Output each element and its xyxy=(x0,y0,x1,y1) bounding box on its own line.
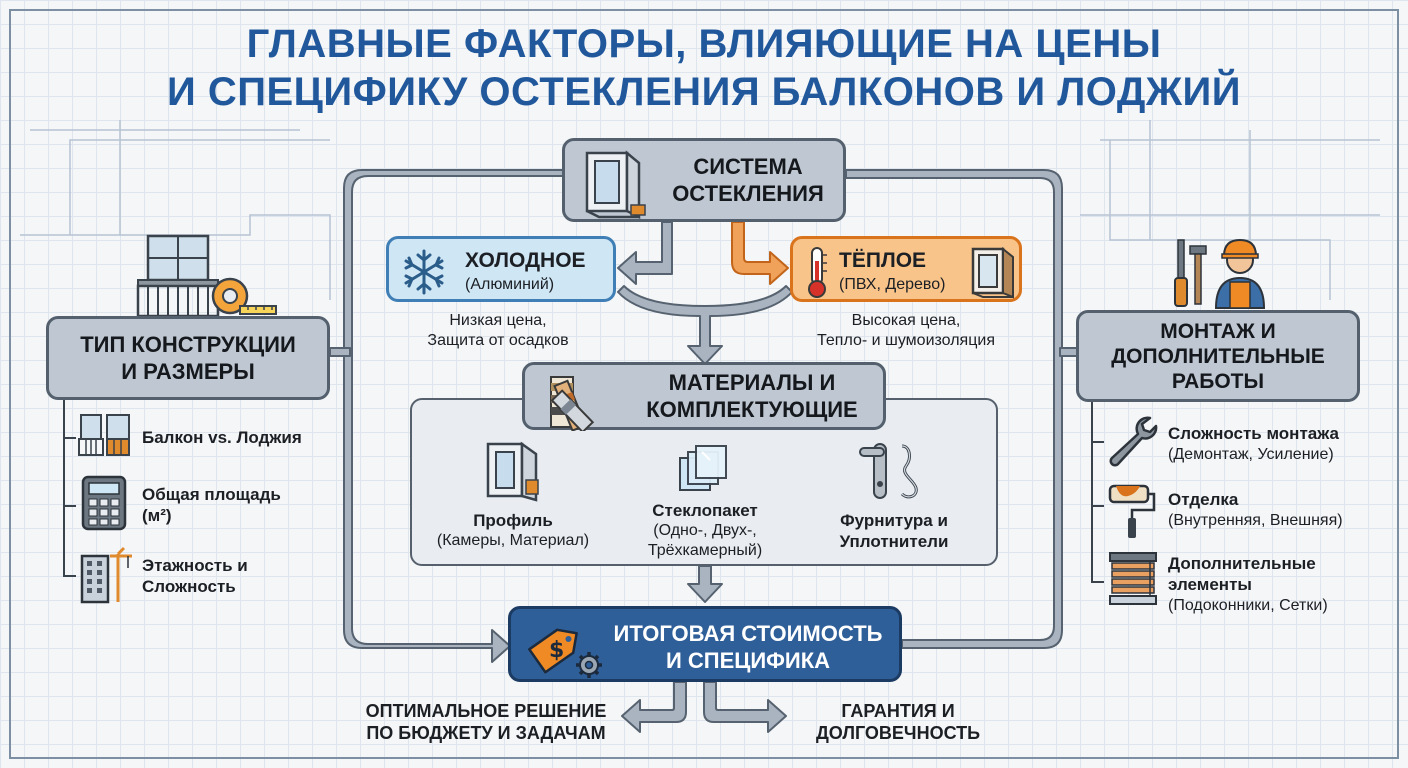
arrow-final-to-outcome-left xyxy=(621,681,687,733)
installation-item-1-title: Сложность монтажа xyxy=(1168,424,1339,443)
cold-glazing-box: ХОЛОДНОЕ (Алюминий) xyxy=(386,236,616,302)
installation-title-line-2: ДОПОЛНИТЕЛЬНЫЕ xyxy=(1111,344,1325,368)
material-glass-sub-2: Трёхкамерный) xyxy=(647,542,763,559)
cold-description: Низкая цена, Защита от осадков xyxy=(386,311,610,351)
blinds-icon xyxy=(1109,552,1157,605)
materials-title-line-2: КОМПЛЕКТУЮЩИЕ xyxy=(646,397,858,422)
construction-item-2-line-2: (м²) xyxy=(142,506,172,525)
outcome-1-line-2: ПО БЮДЖЕТУ И ЗАДАЧАМ xyxy=(366,723,606,743)
construction-list-bracket xyxy=(63,400,76,577)
construction-item-2-line-1: Общая площадь xyxy=(142,485,281,504)
warm-desc-line-2: Тепло- и шумоизоляция xyxy=(817,332,995,349)
material-profile-sub: (Камеры, Материал) xyxy=(436,532,590,549)
installation-item-3-title: Дополнительные xyxy=(1168,554,1316,573)
arrow-glazing-to-installation xyxy=(845,169,1063,649)
installation-title-line-3: РАБОТЫ xyxy=(1171,369,1265,393)
glazing-title-line-2: ОСТЕКЛЕНИЯ xyxy=(672,181,824,206)
cold-title: ХОЛОДНОЕ xyxy=(465,249,586,272)
material-profile-title: Профиль xyxy=(473,511,553,530)
material-item-glass-unit: Стеклопакет (Одно-, Двух-, Трёхкамерный) xyxy=(620,500,790,561)
installation-item-3-sub: (Подоконники, Сетки) xyxy=(1168,597,1328,614)
installation-list-bracket xyxy=(1091,402,1104,583)
tape-measure-icon xyxy=(211,277,277,315)
wrench-icon xyxy=(1109,416,1158,467)
final-title: ИТОГОВАЯ СТОИМОСТЬ И СПЕЦИФИКА xyxy=(601,620,895,674)
outcome-2-line-1: ГАРАНТИЯ И xyxy=(841,701,955,721)
construction-item-3-line-2: Сложность xyxy=(142,577,236,596)
outcome-optimal-solution: ОПТИМАЛЬНОЕ РЕШЕНИЕ ПО БЮДЖЕТУ И ЗАДАЧАМ xyxy=(346,700,626,744)
arrow-cold-warm-to-materials xyxy=(617,285,793,365)
warm-window-profile-icon xyxy=(971,246,1014,299)
installation-item-finishing: Отделка (Внутренняя, Внешняя) xyxy=(1168,489,1343,531)
tools-worker-icon xyxy=(1174,238,1266,309)
construction-item-1-text: Балкон vs. Лоджия xyxy=(142,428,302,447)
installation-item-2-sub: (Внутренняя, Внешняя) xyxy=(1168,512,1343,529)
construction-item-floors: Этажность и Сложность xyxy=(142,555,248,597)
cold-desc-line-2: Защита от осадков xyxy=(427,332,569,349)
title-line-2: И СПЕЦИФИКУ ОСТЕКЛЕНИЯ БАЛКОНОВ И ЛОДЖИЙ xyxy=(166,70,1242,114)
material-hardware-sub: Уплотнители xyxy=(839,532,949,551)
final-cost-box: $ ИТОГОВАЯ СТОИМОСТЬ И СПЕЦИФИКА xyxy=(508,606,902,682)
title-line-1: ГЛАВНЫЕ ФАКТОРЫ, ВЛИЯЮЩИЕ НА ЦЕНЫ xyxy=(246,22,1162,66)
materials-box: МАТЕРИАЛЫ И КОМПЛЕКТУЮЩИЕ xyxy=(522,362,886,431)
materials-title-line-1: МАТЕРИАЛЫ И xyxy=(668,370,836,395)
warm-description: Высокая цена, Тепло- и шумоизоляция xyxy=(786,311,1026,351)
outcome-2-line-2: ДОЛГОВЕЧНОСТЬ xyxy=(815,723,981,743)
currency-symbol: $ xyxy=(549,638,564,663)
installation-item-3-title-2: элементы xyxy=(1168,575,1252,594)
glazing-system-box: СИСТЕМА ОСТЕКЛЕНИЯ xyxy=(562,138,846,222)
glazing-title-line-1: СИСТЕМА xyxy=(693,154,803,179)
construction-title-line-1: ТИП КОНСТРУКЦИИ xyxy=(80,332,296,357)
installation-title-line-1: МОНТАЖ И xyxy=(1160,319,1276,343)
warm-glazing-box: ТЁПЛОЕ (ПВХ, Дерево) xyxy=(790,236,1022,302)
material-item-hardware: Фурнитура и Уплотнители xyxy=(808,510,980,552)
paint-roller-icon xyxy=(1108,484,1156,538)
installation-item-complexity: Сложность монтажа (Демонтаж, Усиление) xyxy=(1168,423,1339,465)
thermometer-icon xyxy=(808,247,827,298)
door-handle-icon xyxy=(859,443,918,499)
arrow-final-to-outcome-right xyxy=(703,681,787,733)
material-item-profile: Профиль (Камеры, Материал) xyxy=(424,510,602,551)
color-swatches-icon xyxy=(550,376,595,431)
material-hardware-title: Фурнитура и xyxy=(840,511,948,530)
installation-item-2-title: Отделка xyxy=(1168,490,1239,509)
construction-title-line-2: И РАЗМЕРЫ xyxy=(121,359,255,384)
construction-item-3-line-1: Этажность и xyxy=(142,556,248,575)
installation-item-extras: Дополнительные элементы (Подоконники, Се… xyxy=(1168,553,1328,616)
glass-unit-icon xyxy=(679,445,727,491)
material-glass-title: Стеклопакет xyxy=(652,501,758,520)
balcony-loggia-icon xyxy=(78,414,130,456)
arrow-glazing-to-construction xyxy=(343,169,565,663)
warm-desc-line-1: Высокая цена, xyxy=(851,312,961,329)
window-profile-icon xyxy=(585,150,646,219)
outcome-1-line-1: ОПТИМАЛЬНОЕ РЕШЕНИЕ xyxy=(365,701,607,721)
final-title-line-1: ИТОГОВАЯ СТОИМОСТЬ xyxy=(613,621,883,646)
arrow-glazing-to-warm xyxy=(731,221,789,285)
price-tag-gear-icon: $ xyxy=(528,628,602,678)
building-crane-icon xyxy=(80,546,132,604)
calculator-icon xyxy=(81,475,127,531)
profile-icon xyxy=(486,441,539,502)
arrow-glazing-to-cold xyxy=(617,221,673,285)
material-glass-sub-1: (Одно-, Двух-, xyxy=(653,522,757,539)
outcome-warranty: ГАРАНТИЯ И ДОЛГОВЕЧНОСТЬ xyxy=(790,700,1006,744)
cold-desc-line-1: Низкая цена, xyxy=(449,312,547,329)
arrow-construction-link xyxy=(329,347,351,357)
installation-item-1-sub: (Демонтаж, Усиление) xyxy=(1168,446,1334,463)
construction-box: ТИП КОНСТРУКЦИИ И РАЗМЕРЫ xyxy=(46,316,330,400)
cold-subtitle: (Алюминий) xyxy=(465,276,555,293)
construction-item-area: Общая площадь (м²) xyxy=(142,484,281,526)
warm-subtitle: (ПВХ, Дерево) xyxy=(839,276,946,293)
warm-title: ТЁПЛОЕ xyxy=(839,249,927,272)
snowflake-icon xyxy=(404,249,444,295)
construction-item-balcony-loggia: Балкон vs. Лоджия xyxy=(142,427,302,448)
page-title: ГЛАВНЫЕ ФАКТОРЫ, ВЛИЯЮЩИЕ НА ЦЕНЫ И СПЕЦ… xyxy=(0,20,1408,116)
installation-box: МОНТАЖ И ДОПОЛНИТЕЛЬНЫЕ РАБОТЫ xyxy=(1076,310,1360,402)
final-title-line-2: И СПЕЦИФИКА xyxy=(665,648,831,673)
arrow-materials-to-final xyxy=(687,565,723,603)
